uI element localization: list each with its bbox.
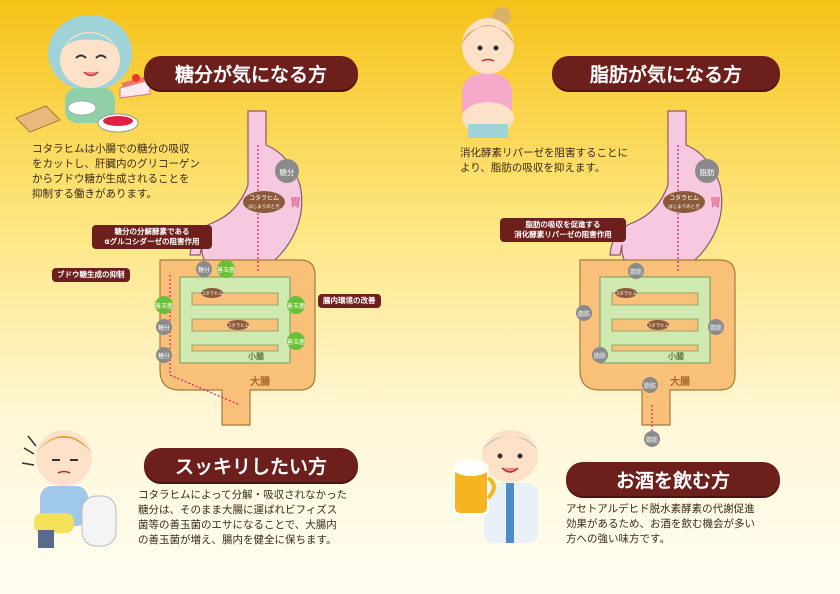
svg-text:脂肪: 脂肪 [644,382,656,390]
svg-text:コタラヒム: コタラヒム [249,194,279,202]
gut-improvement-tag: 腸内環境の改善 [318,294,381,308]
man-toilet-illustration [21,430,117,548]
lipase-inhibition-tag: 脂肪の吸収を促進する 消化酵素リパーゼの阻害作用 [500,218,626,242]
svg-text:善玉菌: 善玉菌 [287,302,305,310]
svg-text:コタラヒム: コタラヒム [615,290,638,297]
refresh-section-title: スッキリしたい方 [144,448,358,482]
svg-text:糖分: 糖分 [158,352,170,360]
svg-text:善玉菌: 善玉菌 [287,338,305,346]
small-intestine-label: 小腸 [247,351,264,361]
svg-text:脂肪: 脂肪 [578,310,590,318]
svg-text:脂肪: 脂肪 [710,324,722,332]
stomach-label: 胃 [290,196,301,209]
woman-eating-illustration [15,15,151,133]
svg-text:大腸: 大腸 [670,375,690,388]
fat-digestive-diagram: 脂肪 コタラヒム はじまりのとき 胃 脂肪 脂肪 脂肪 脂肪 脂肪 脂肪 コタラ… [576,110,736,447]
svg-text:胃: 胃 [710,196,721,209]
svg-text:脂肪: 脂肪 [630,268,642,276]
svg-text:はじまりのとき: はじまりのとき [668,204,700,210]
enzyme-inhibition-tag: 糖分の分解酵素である αグルコシダーゼの阻害作用 [92,225,212,249]
sugar-description: コタラヒムは小腸での糖分の吸収 をカットし、肝臓内のグリコーゲン からブドウ糖が… [32,143,200,200]
svg-text:脂肪: 脂肪 [700,167,715,177]
svg-text:糖分: 糖分 [198,266,210,274]
svg-text:善玉菌: 善玉菌 [217,266,235,274]
alcohol-section-title: お酒を飲む方 [566,462,780,496]
large-intestine-label: 大腸 [250,375,270,388]
glucose-suppression-tag: ブドウ糖生成の抑制 [52,268,130,282]
svg-text:コタラヒム: コタラヒム [647,322,670,329]
fat-section-title: 脂肪が気になる方 [552,56,780,90]
svg-text:小腸: 小腸 [667,351,684,361]
svg-text:脂肪: 脂肪 [594,352,606,360]
svg-text:脂肪: 脂肪 [646,436,658,444]
stomach-shape [189,110,303,277]
sugar-section-title: 糖分が気になる方 [144,56,358,90]
svg-text:はじまりのとき: はじまりのとき [248,204,280,210]
stomach-sugar-bubble: 糖分 [280,167,295,177]
svg-text:コタラヒム: コタラヒム [201,290,224,297]
alcohol-description: アセトアルデヒド脱水素酵素の代謝促進 効果があるため、お酒を飲む機会が多い 方へ… [566,503,755,545]
svg-text:善玉菌: 善玉菌 [155,302,173,310]
fat-description: 消化酵素リパーゼを阻害することに より、脂肪の吸収を抑えます。 [460,147,628,174]
woman-belly-illustration [462,7,514,138]
man-beer-illustration [453,430,538,543]
sugar-digestive-diagram: 糖分 コタラヒム はじまりのとき 胃 糖分 善玉菌 善玉菌 糖分 糖分 善玉菌 … [155,110,316,426]
svg-text:コタラヒム: コタラヒム [227,322,250,329]
svg-text:糖分: 糖分 [158,324,170,332]
svg-text:コタラヒム: コタラヒム [669,194,699,202]
refresh-description: コタラヒムによって分解・吸収されなかった 糖分は、そのまま大腸に運ばれビフィズス… [138,489,348,546]
